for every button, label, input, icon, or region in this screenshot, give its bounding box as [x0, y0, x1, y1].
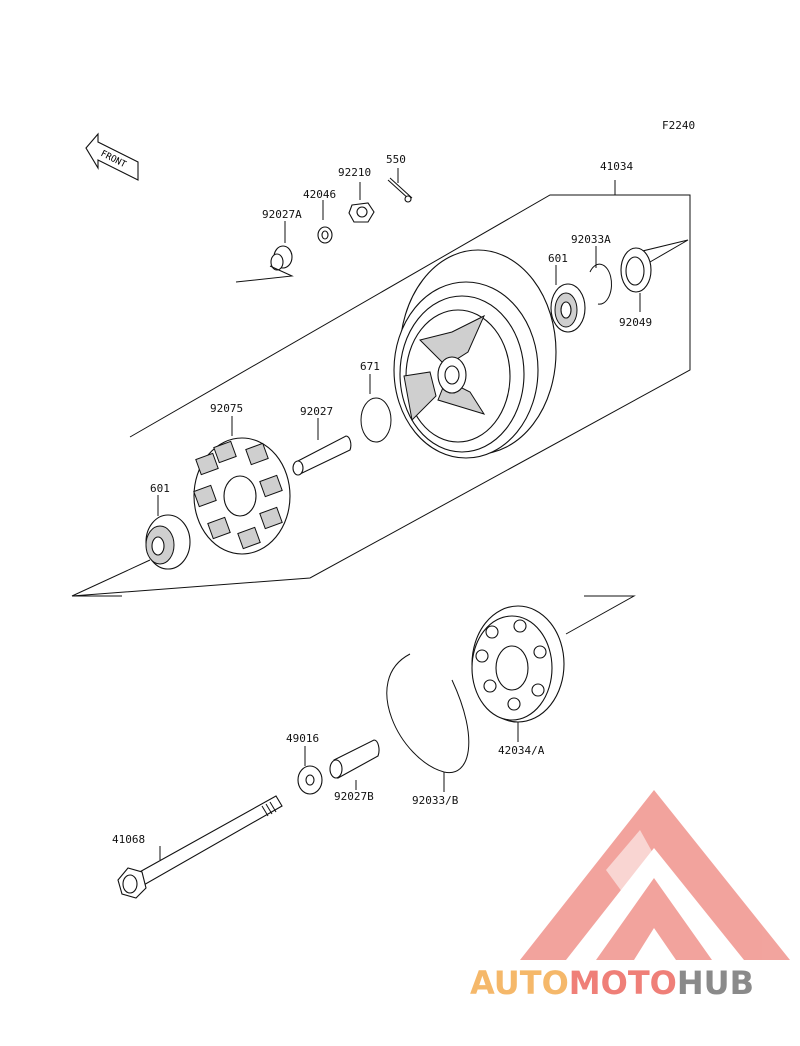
- part-42034A-sprocket-coupling: [471, 605, 565, 742]
- label-92027B: 92027B: [334, 790, 374, 803]
- lower-guide-line: [565, 595, 636, 635]
- label-41034: 41034: [600, 160, 633, 173]
- part-92027A-collar: [235, 221, 294, 283]
- label-601-top: 601: [548, 252, 568, 265]
- part-49016-washer: [297, 746, 323, 795]
- label-92033A: 92033A: [571, 233, 611, 246]
- part-92049-seal: [620, 239, 689, 312]
- assembly-box: [71, 180, 691, 597]
- figure-code: F2240: [662, 119, 695, 132]
- automotohub-logo: [520, 790, 790, 960]
- label-92075: 92075: [210, 402, 243, 415]
- label-92049: 92049: [619, 316, 652, 329]
- label-92027: 92027: [300, 405, 333, 418]
- front-arrow-icon: FRONT: [85, 132, 139, 181]
- part-92033A-circlip: [589, 246, 613, 305]
- label-550: 550: [386, 153, 406, 166]
- label-92033B: 92033/B: [412, 794, 459, 807]
- part-601-bearing-left: [145, 495, 191, 570]
- logo-text: AUTOMOTOHUB: [470, 964, 754, 1002]
- part-92075-damper: [193, 416, 291, 555]
- label-92027A: 92027A: [262, 208, 302, 221]
- part-92033B-circlip: [386, 653, 470, 792]
- label-42034A: 42034/A: [498, 744, 545, 757]
- part-92027-collar: [292, 418, 352, 476]
- part-601-bearing-top: [550, 265, 586, 333]
- label-41068: 41068: [112, 833, 145, 846]
- part-671-oring: [360, 374, 392, 443]
- part-41068-axle: [117, 795, 283, 899]
- label-671: 671: [360, 360, 380, 373]
- label-92210: 92210: [338, 166, 371, 179]
- part-42046-washer: [317, 200, 333, 244]
- part-wheel-rim: [393, 249, 557, 459]
- part-550-pin: [387, 168, 413, 203]
- label-42046: 42046: [303, 188, 336, 201]
- label-601-left: 601: [150, 482, 170, 495]
- label-49016: 49016: [286, 732, 319, 745]
- part-92027B-collar: [329, 739, 380, 790]
- part-92210-nut: [348, 182, 375, 223]
